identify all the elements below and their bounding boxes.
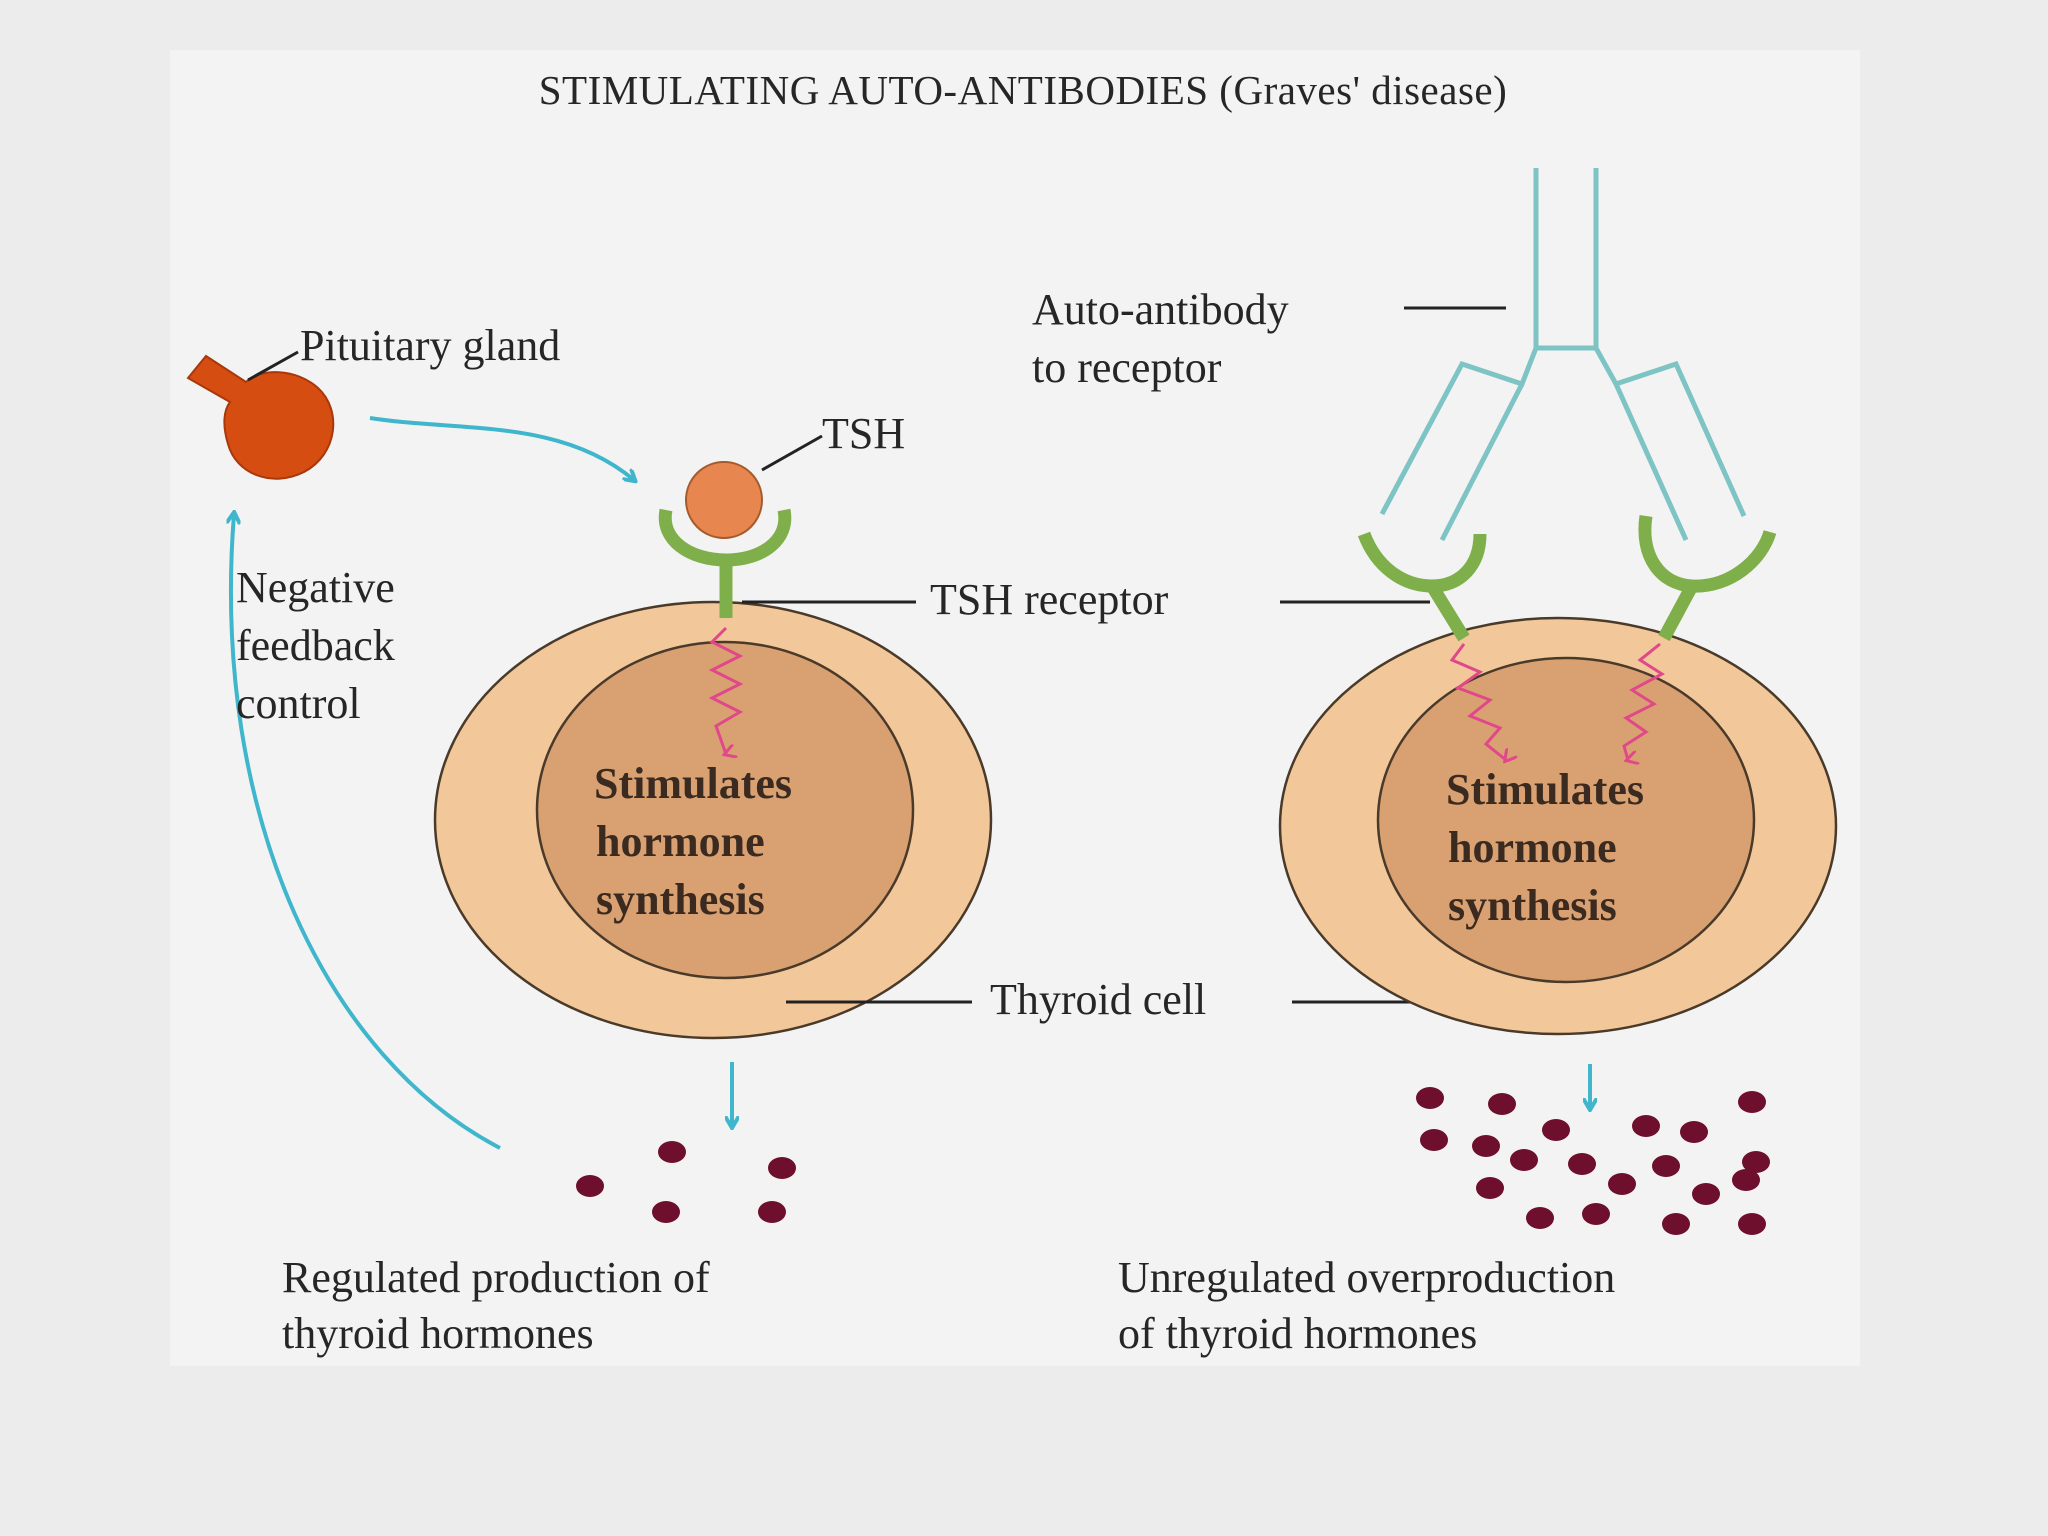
thyroid-cell-label: Thyroid cell — [990, 975, 1206, 1024]
diagram-title: STIMULATING AUTO-ANTIBODIES (Graves' dis… — [539, 67, 1508, 113]
hormones-unregulated — [1416, 1087, 1770, 1235]
negative-feedback-arrow — [231, 514, 501, 1150]
tsh-receptor-right-1 — [1357, 531, 1487, 642]
tsh-leader — [761, 434, 823, 472]
tsh-receptor-label: TSH receptor — [930, 575, 1169, 624]
thyroid-cell-right — [1278, 616, 1838, 1036]
regulated-caption-2: thyroid hormones — [282, 1309, 594, 1358]
signal-wave-right-2 — [1622, 642, 1665, 760]
pituitary-gland — [186, 354, 335, 480]
pituitary-label: Pituitary gland — [300, 321, 560, 370]
regulated-caption-1: Regulated production of — [282, 1253, 710, 1302]
thyroid-cell-left — [433, 600, 993, 1040]
pituitary-leader — [247, 350, 299, 382]
signal-wave-right-1 — [1449, 643, 1506, 760]
right-stimulates-1: Stimulates — [1446, 765, 1644, 814]
tsh-receptor-left — [658, 508, 792, 618]
left-stimulates-2: hormone — [596, 817, 765, 866]
tsh-molecule — [685, 461, 763, 539]
feedback-label-3: control — [236, 679, 361, 728]
hormones-regulated — [576, 1141, 796, 1223]
left-stimulates-1: Stimulates — [594, 759, 792, 808]
unregulated-caption-2: of thyroid hormones — [1118, 1309, 1477, 1358]
tsh-label: TSH — [822, 409, 905, 458]
right-stimulates-2: hormone — [1448, 823, 1617, 872]
antibody-label-1: Auto-antibody — [1032, 285, 1289, 334]
auto-antibody — [1379, 168, 1747, 542]
secretion-arrow — [369, 416, 634, 480]
tsh-receptor-right-2 — [1638, 515, 1777, 642]
unregulated-caption-1: Unregulated overproduction — [1118, 1253, 1615, 1302]
feedback-label-1: Negative — [236, 563, 395, 612]
right-stimulates-3: synthesis — [1448, 881, 1617, 930]
antibody-label-2: to receptor — [1032, 343, 1222, 392]
feedback-label-2: feedback — [236, 621, 395, 670]
signal-wave-left — [708, 626, 744, 754]
left-stimulates-3: synthesis — [596, 875, 765, 924]
